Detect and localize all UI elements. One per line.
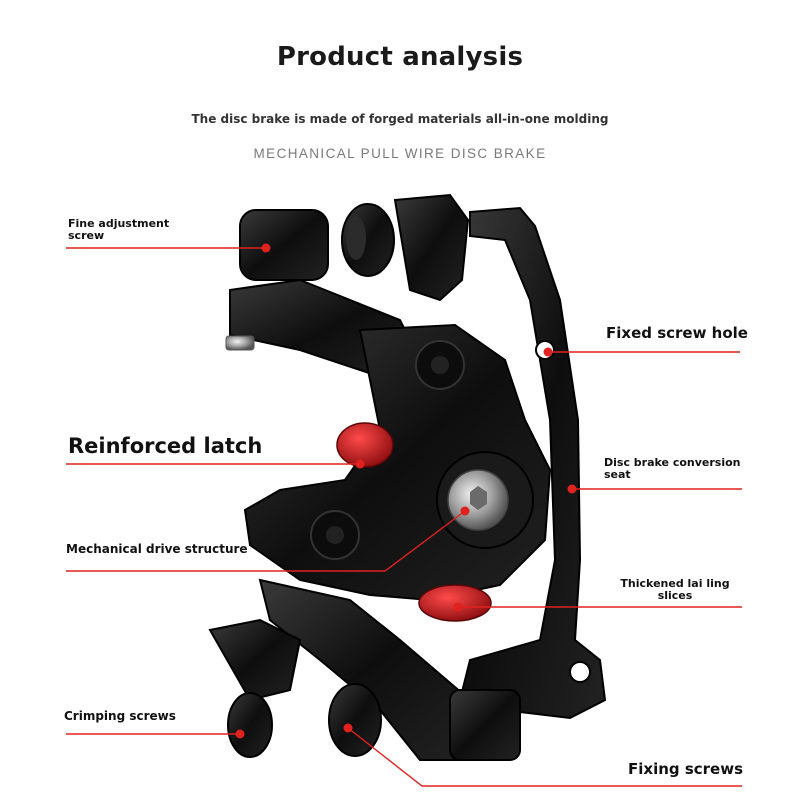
top-clamp: [341, 193, 470, 302]
reinforced-latch-part: [336, 422, 394, 468]
lower-arm: [208, 578, 521, 761]
callout-fixed-screw-hole: Fixed screw hole: [606, 324, 748, 342]
callout-crimping-screws: Crimping screws: [64, 709, 176, 723]
page-title: Product analysis: [276, 42, 524, 72]
callout-fine-adjustment-screw: Fine adjustment screw: [68, 217, 170, 242]
callout-thickened-lai-ling-slices: Thickened lai ling slices: [620, 577, 730, 602]
callout-mechanical-drive-structure: Mechanical drive structure: [66, 542, 248, 556]
lai-ling-slices-part: [418, 584, 492, 622]
callout-disc-brake-conversion-seat: Disc brake conversion seat: [604, 456, 741, 481]
page-subtitle: The disc brake is made of forged materia…: [191, 112, 609, 126]
product-tagline: MECHANICAL PULL WIRE DISC BRAKE: [253, 146, 547, 161]
conversion-seat-bracket: [458, 206, 607, 720]
callout-line-drive-structure: [66, 510, 466, 572]
callout-reinforced-latch: Reinforced latch: [68, 434, 263, 458]
callout-line-fixing-screws: [347, 727, 742, 787]
callout-lines: [66, 243, 742, 787]
callout-fixing-screws: Fixing screws: [628, 760, 744, 778]
caliper-body: [243, 323, 552, 602]
